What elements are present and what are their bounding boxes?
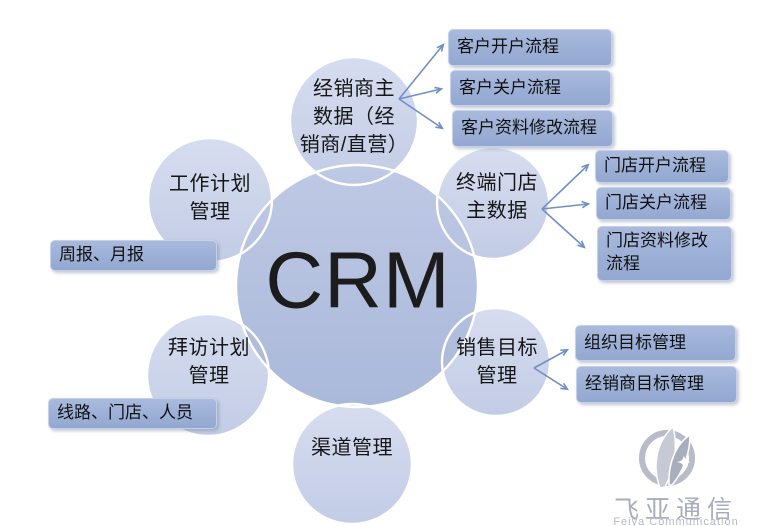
node-channel-label: 渠道管理 — [311, 437, 393, 459]
node-work-plan-label: 工作计划 管理 — [169, 173, 251, 223]
node-store-master-data-label: 终端门店 主数据 — [456, 172, 538, 222]
box-customer-open-flow: 客户开户流程 — [448, 29, 612, 66]
node-visit-plan-label: 拜访计划 管理 — [168, 337, 250, 387]
box-dealer-target-management: 经销商目标管理 — [576, 366, 737, 403]
box-customer-close-flow: 客户关户流程 — [450, 70, 611, 106]
box-weekly-monthly-report: 周报、月报 — [50, 240, 217, 271]
arrows-dealer-to-customer-flows — [398, 43, 445, 130]
box-org-target-management: 组织目标管理 — [575, 325, 736, 361]
box-store-modify-flow: 门店资料修改流程 — [597, 226, 732, 281]
crm-center-label: CRM — [265, 235, 451, 325]
node-sales-target-circle — [442, 308, 550, 416]
connector-arrows — [398, 43, 591, 391]
node-channel-circle — [292, 404, 412, 524]
node-dealer-master-data-label: 经销商主 数据（经 销商/直营） — [299, 78, 409, 156]
circle-outlines — [145, 55, 552, 526]
arrows-store-to-store-flows — [541, 163, 591, 249]
node-dealer-master-data-circle — [290, 57, 418, 185]
crm-center-circle — [236, 165, 478, 407]
feiya-logo-icon — [639, 425, 695, 489]
box-customer-modify-flow: 客户资料修改流程 — [452, 110, 613, 147]
node-sales-target-label: 销售目标 管理 — [456, 337, 538, 387]
feiya-logo-subtitle: Feiya Communication — [613, 516, 739, 526]
feiya-logo-name: 飞亚通信 — [613, 496, 739, 524]
node-work-plan-circle — [148, 138, 272, 262]
box-route-store-person: 线路、门店、人员 — [48, 398, 217, 429]
box-store-close-flow: 门店关户流程 — [596, 187, 731, 220]
arrows-sales-target-to-targets — [533, 348, 570, 391]
box-store-open-flow: 门店开户流程 — [595, 150, 729, 183]
